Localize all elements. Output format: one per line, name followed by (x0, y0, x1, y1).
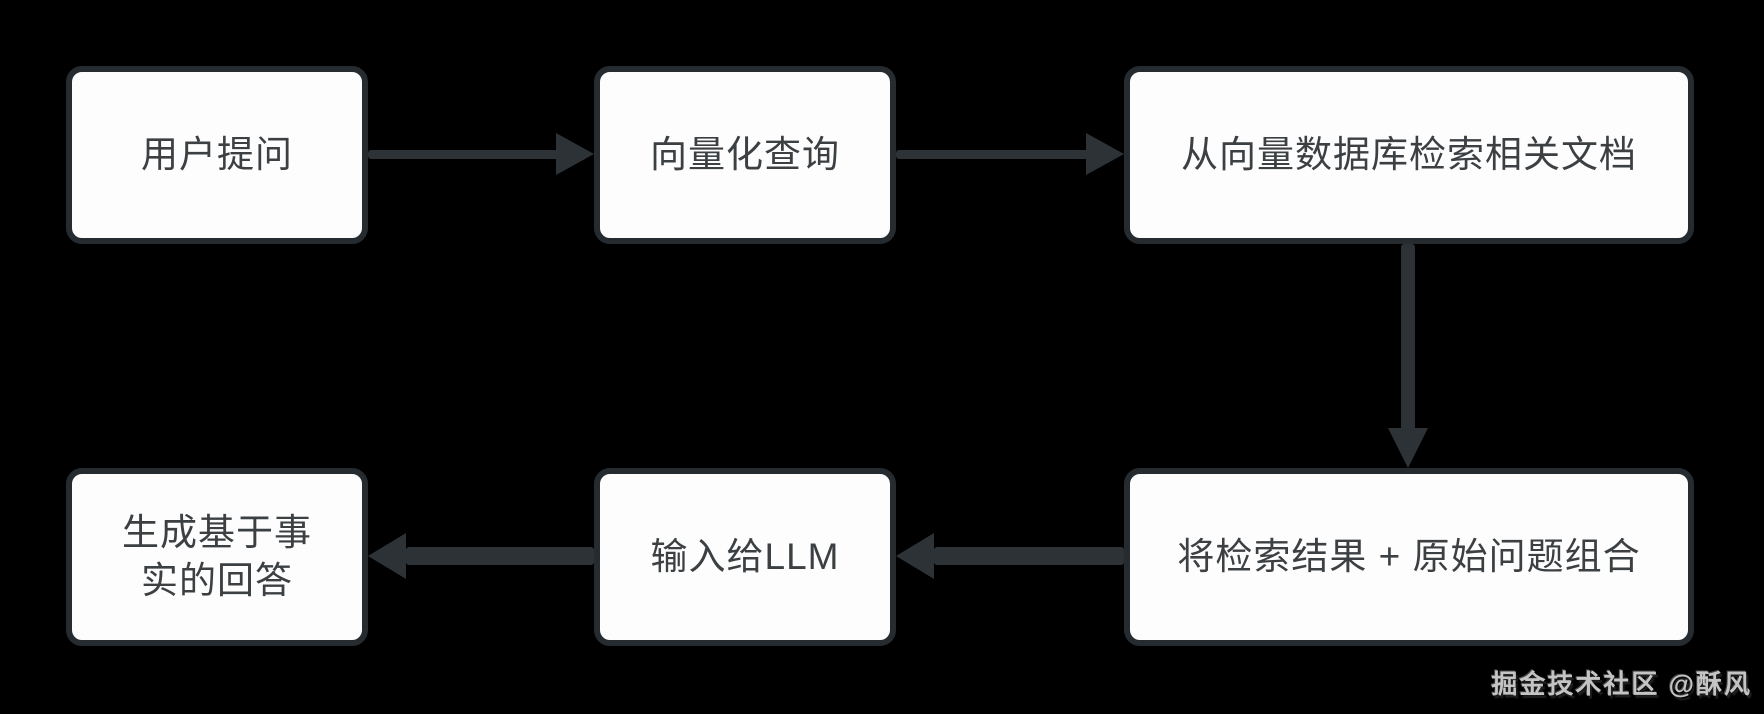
node-input-to-llm: 输入给LLM (594, 468, 896, 646)
node-label: 将检索结果 + 原始问题组合 (1177, 535, 1641, 577)
arrow-right-icon (1086, 133, 1124, 175)
node-label: 生成基于事 实的回答 (122, 509, 312, 605)
arrow-combine-results-to-input-llm-line (934, 547, 1124, 565)
watermark: 掘金技术社区 @酥风 (1491, 669, 1752, 699)
node-label-line-1: 生成基于事 (122, 511, 312, 553)
arrow-left-icon (896, 533, 934, 579)
node-vectorize-query: 向量化查询 (594, 66, 896, 244)
arrow-vectorize-query-to-retrieve-docs-line (896, 150, 1088, 159)
node-label: 从向量数据库检索相关文档 (1181, 133, 1637, 175)
node-combine-results: 将检索结果 + 原始问题组合 (1124, 468, 1694, 646)
arrow-left-icon (368, 533, 406, 579)
node-label: 向量化查询 (650, 133, 840, 175)
arrow-retrieve-docs-to-combine-results-line (1401, 244, 1415, 430)
node-grounded-answer: 生成基于事 实的回答 (66, 468, 368, 646)
arrow-down-icon (1388, 428, 1428, 468)
arrow-right-icon (556, 133, 594, 175)
node-retrieve-docs: 从向量数据库检索相关文档 (1124, 66, 1694, 244)
arrow-user-question-to-vectorize-query-line (368, 150, 558, 159)
node-label-line-2: 实的回答 (141, 560, 293, 601)
arrow-input-llm-to-grounded-answer-line (406, 547, 594, 565)
node-label: 输入给LLM (650, 535, 840, 577)
node-label: 用户提问 (141, 133, 293, 175)
node-user-question: 用户提问 (66, 66, 368, 244)
